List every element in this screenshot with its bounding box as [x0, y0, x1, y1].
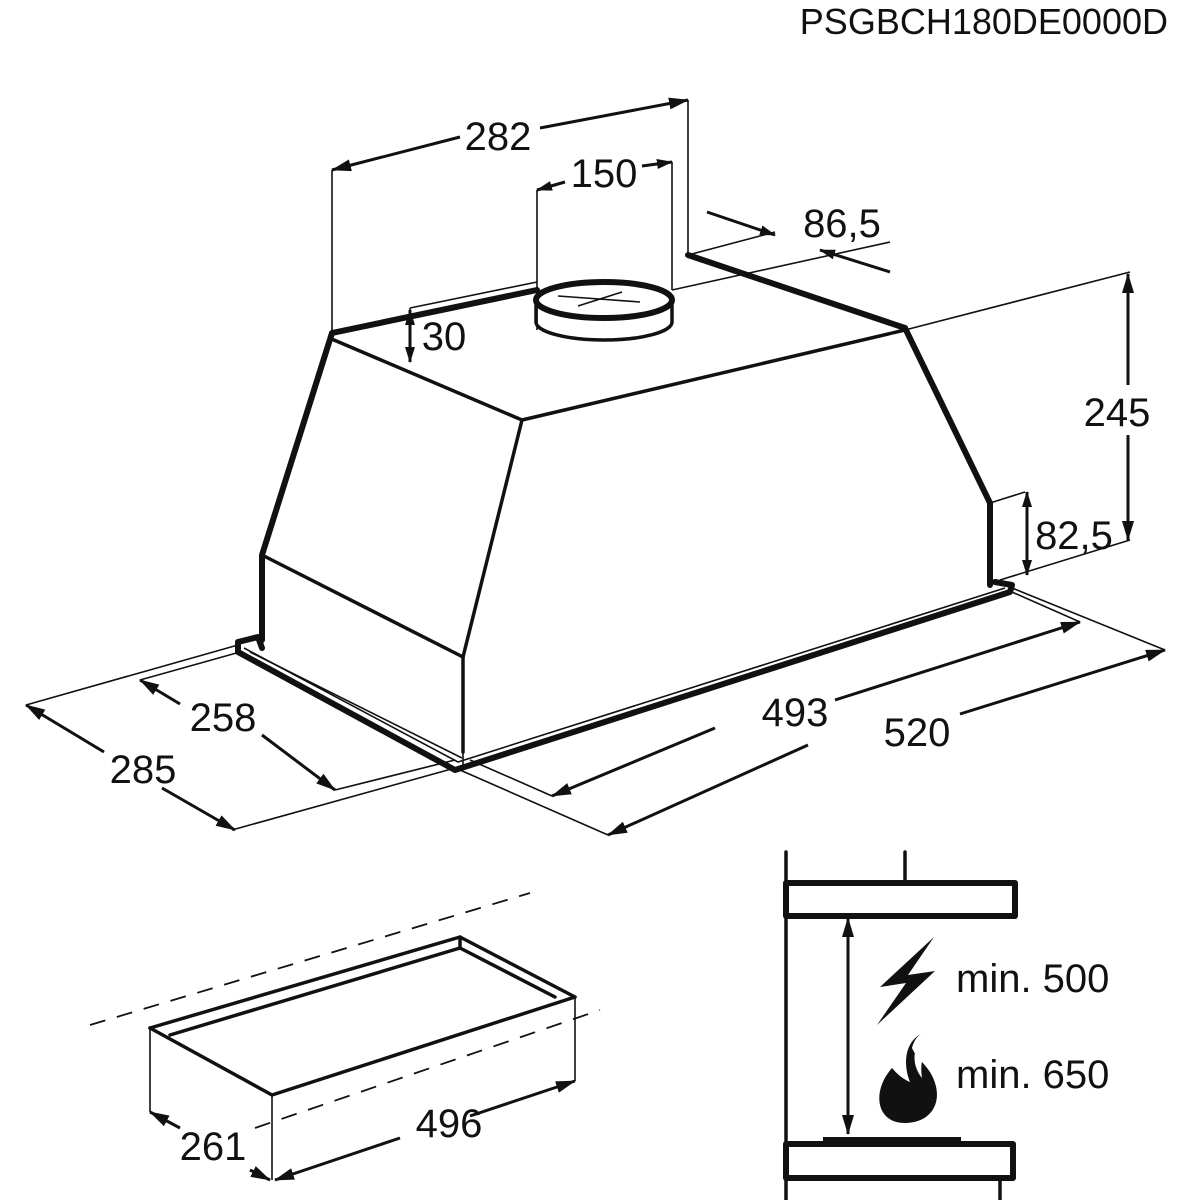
dim-outer-depth: 285	[110, 748, 177, 792]
dim-total-height: 245	[1084, 391, 1151, 435]
dim-cutout-width: 496	[416, 1102, 483, 1146]
dimension-lines	[25, 97, 1166, 837]
dim-top-width: 282	[465, 115, 532, 159]
dim-duct-diameter: 150	[571, 152, 638, 196]
hood-main-view	[25, 100, 1166, 836]
clearance-gas-label: min. 650	[956, 1053, 1109, 1097]
model-code: PSGBCH180DE0000D	[800, 1, 1168, 42]
cutout-view	[89, 892, 601, 1182]
dim-outer-width: 520	[884, 711, 951, 755]
clearance-electric-label: min. 500	[956, 957, 1109, 1001]
dim-lower-height: 82,5	[1035, 514, 1113, 558]
flame-icon	[879, 1033, 937, 1123]
dim-inner-width: 493	[762, 691, 829, 735]
dim-duct-height: 30	[422, 315, 467, 359]
clearance-view	[783, 850, 1018, 1200]
lightning-icon	[877, 937, 935, 1025]
dim-cutout-depth: 261	[180, 1125, 247, 1169]
dim-duct-offset: 86,5	[803, 202, 881, 246]
dim-inner-depth: 258	[190, 696, 257, 740]
